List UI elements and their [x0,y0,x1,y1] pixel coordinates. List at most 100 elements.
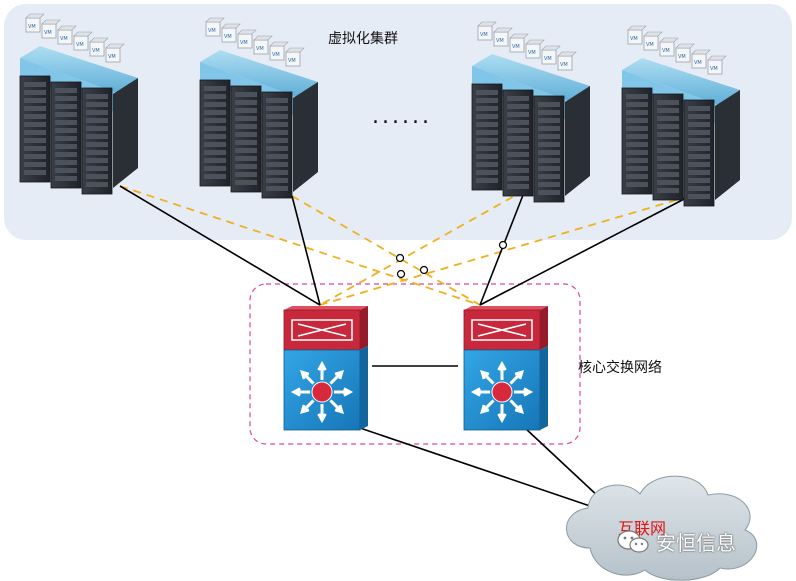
server-slot [476,178,498,183]
server-slot [507,96,529,101]
switch-routing-side [360,306,368,350]
vm-badge-text: VM [108,54,116,60]
vm-badge-text: VM [28,24,36,30]
server-slot [86,174,108,179]
server-slot [507,176,529,181]
vm-badge-text: VM [646,42,654,48]
server-slot [657,140,679,145]
server-racks: VMVMVMVMVMVMVMVMVMVMVMVMVMVMVMVMVMVMVMVM… [19,13,740,207]
vm-box: VM [57,25,77,45]
server-slot [24,90,46,95]
server-slot [476,138,498,143]
server-slot [55,88,77,93]
rack-glass-top [622,58,740,106]
vm-badge-text: VM [694,60,702,66]
server-slot [538,118,560,123]
server-slot [235,164,257,169]
server-slot [55,176,77,181]
server-slot [266,154,288,159]
vm-box: VM [237,29,257,49]
rack-side [113,78,138,188]
server-slot [86,102,108,107]
vm-badge-text: VM [662,48,670,54]
server-slot [476,106,498,111]
vm-box: VM [675,43,695,63]
server-slot [476,98,498,103]
server-slot [626,142,648,147]
server-slot [86,134,108,139]
rack-side [293,82,318,192]
switching-arrows-icon [290,360,354,424]
server-slot [476,154,498,159]
core-network-label: 核心交换网络 [578,360,662,376]
server-slot [626,166,648,171]
server-slot [86,126,108,131]
vm-badge-text: VM [630,36,638,42]
server-slot [204,174,226,179]
vm-badge-text: VM [208,28,216,34]
vm-badge-text: VM [240,40,248,46]
server-slot [235,108,257,113]
vm-badge-text: VM [76,42,84,48]
server-slot [626,118,648,123]
dashed-links [119,185,691,306]
server-slot [507,120,529,125]
server-slot [538,134,560,139]
server-slot [204,94,226,99]
vm-box: VM [525,39,545,59]
vm-box: VM [205,17,225,37]
server-slot [204,166,226,171]
server-slot [204,142,226,147]
switch-core-dot [491,381,513,403]
routing-symbol [291,319,353,341]
server-slot [235,132,257,137]
vm-badge-text: VM [60,36,68,42]
server-slot [266,186,288,191]
server-slot [657,116,679,121]
rack-glass-top [200,50,318,98]
server-slot [538,150,560,155]
server-slot [476,170,498,175]
server-slot [235,180,257,185]
server-slot [688,130,710,135]
server-slot [626,174,648,179]
server-slot [507,160,529,165]
server-slot [55,120,77,125]
server-slot [626,110,648,115]
server-slot [626,158,648,163]
vm-box: VM [557,51,577,71]
vm-box: VM [73,31,93,51]
server-slot [24,114,46,119]
server-slot [657,172,679,177]
rack-glass-top [472,54,590,102]
server-slot [476,130,498,135]
vm-badge-text: VM [512,44,520,50]
routing-arrows [297,323,347,337]
server-slot [55,104,77,109]
server-slot [204,118,226,123]
server-slot [24,122,46,127]
server-slot [235,124,257,129]
vm-badge-text: VM [496,38,504,44]
vm-box: VM [253,35,273,55]
core-switch [283,306,368,431]
server-slot [657,108,679,113]
server-slot [204,150,226,155]
vm-box: VM [41,19,61,39]
vm-badge-text: VM [288,58,296,64]
server-slot [626,102,648,107]
vm-box: VM [269,41,289,61]
server-slot [55,96,77,101]
server-slot [626,126,648,131]
server-slot [86,150,108,155]
server-slot [476,162,498,167]
routing-arrows [477,323,527,337]
server-slot [657,132,679,137]
server-slot [688,146,710,151]
vm-box: VM [643,31,663,51]
server-slot [266,170,288,175]
server-slot [204,158,226,163]
server-slot [266,106,288,111]
